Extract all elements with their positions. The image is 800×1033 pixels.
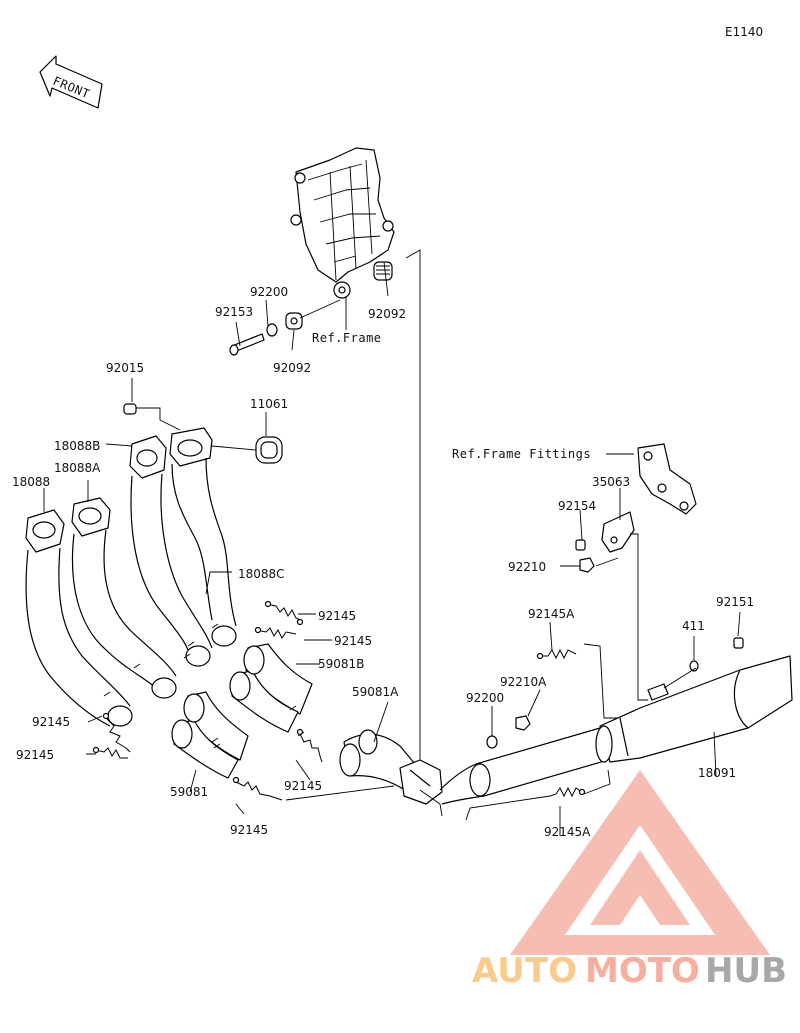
label-92200-mid: 92200 [466, 691, 504, 705]
nut-92210 [579, 557, 595, 573]
label-92145A-bottom: 92145A [544, 825, 591, 839]
flange-18088 [25, 509, 65, 553]
label-92145-a: 92145 [318, 609, 356, 623]
header-pipe-18088C [171, 457, 237, 647]
label-92210: 92210 [508, 560, 546, 574]
bolt-92153 [229, 333, 265, 356]
label-92153: 92153 [215, 305, 253, 319]
spring-92145-d [92, 746, 128, 759]
label-92154: 92154 [558, 499, 596, 513]
bolt-92154 [575, 539, 586, 551]
spring-92145-a [264, 600, 304, 626]
front-arrow-icon: FRONT [39, 55, 103, 109]
washer-92200-mid [486, 735, 498, 749]
frame-bracket [290, 147, 395, 299]
gasket-11061 [255, 436, 283, 464]
label-35063: 35063 [592, 475, 630, 489]
collector-59081B [229, 643, 313, 733]
collector-59081 [171, 691, 249, 779]
label-ref-frame-fittings: Ref.Frame Fittings [452, 447, 591, 461]
label-92145A-top: 92145A [528, 607, 575, 621]
label-18088C: 18088C [238, 567, 285, 581]
label-18088A: 18088A [54, 461, 101, 475]
label-11061: 11061 [250, 397, 288, 411]
spring-92145A-bottom [549, 786, 586, 798]
bracket-35063 [601, 511, 635, 553]
link-pipe [439, 727, 609, 805]
label-ref-frame: Ref.Frame [312, 331, 382, 345]
bolt-92151 [733, 637, 744, 649]
spring-92145-f [232, 776, 283, 801]
label-92145-f: 92145 [230, 823, 268, 837]
label-92092-right: 92092 [368, 307, 406, 321]
label-92145-b: 92145 [334, 634, 372, 648]
grommet-92092-bottom [285, 312, 303, 330]
watermark-text-hub: HUB [705, 951, 787, 991]
label-92092-bottom: 92092 [273, 361, 311, 375]
muffler-18091 [595, 655, 793, 763]
collector-59081A [339, 729, 443, 805]
header-pipe-18088B [130, 473, 213, 667]
diagram-code: E1140 [725, 25, 763, 39]
frame-fitting [637, 443, 697, 515]
watermark-text-auto: AUTO [472, 951, 577, 991]
spring-92145-c [102, 712, 131, 753]
label-18091: 18091 [698, 766, 736, 780]
spring-92145-b [254, 626, 297, 639]
label-59081: 59081 [170, 785, 208, 799]
label-92200-top: 92200 [250, 285, 288, 299]
label-92145-e: 92145 [284, 779, 322, 793]
label-92210A: 92210A [500, 675, 547, 689]
label-18088B: 18088B [54, 439, 100, 453]
header-pipe-18088 [25, 547, 133, 727]
label-411: 411 [682, 619, 705, 633]
label-59081A: 59081A [352, 685, 399, 699]
watermark-logo: AUTO MOTO HUB [472, 770, 787, 991]
spring-92145-e [296, 728, 323, 763]
label-92145-d: 92145 [16, 748, 54, 762]
label-92015: 92015 [106, 361, 144, 375]
flange-18088A [71, 497, 111, 537]
label-59081B: 59081B [318, 657, 364, 671]
nut-92015 [123, 403, 137, 415]
header-pipe-18088A [71, 529, 177, 699]
washer-92200-top [266, 323, 278, 337]
label-18088: 18088 [12, 475, 50, 489]
flange-18088C [169, 427, 213, 467]
spring-92145A-top [536, 648, 577, 660]
grommet-92092-right [373, 261, 393, 281]
flange-18088B [129, 435, 167, 479]
watermark-text-moto: MOTO [585, 951, 700, 991]
label-92151: 92151 [716, 595, 754, 609]
nut-92210A [515, 715, 531, 731]
label-92145-c: 92145 [32, 715, 70, 729]
